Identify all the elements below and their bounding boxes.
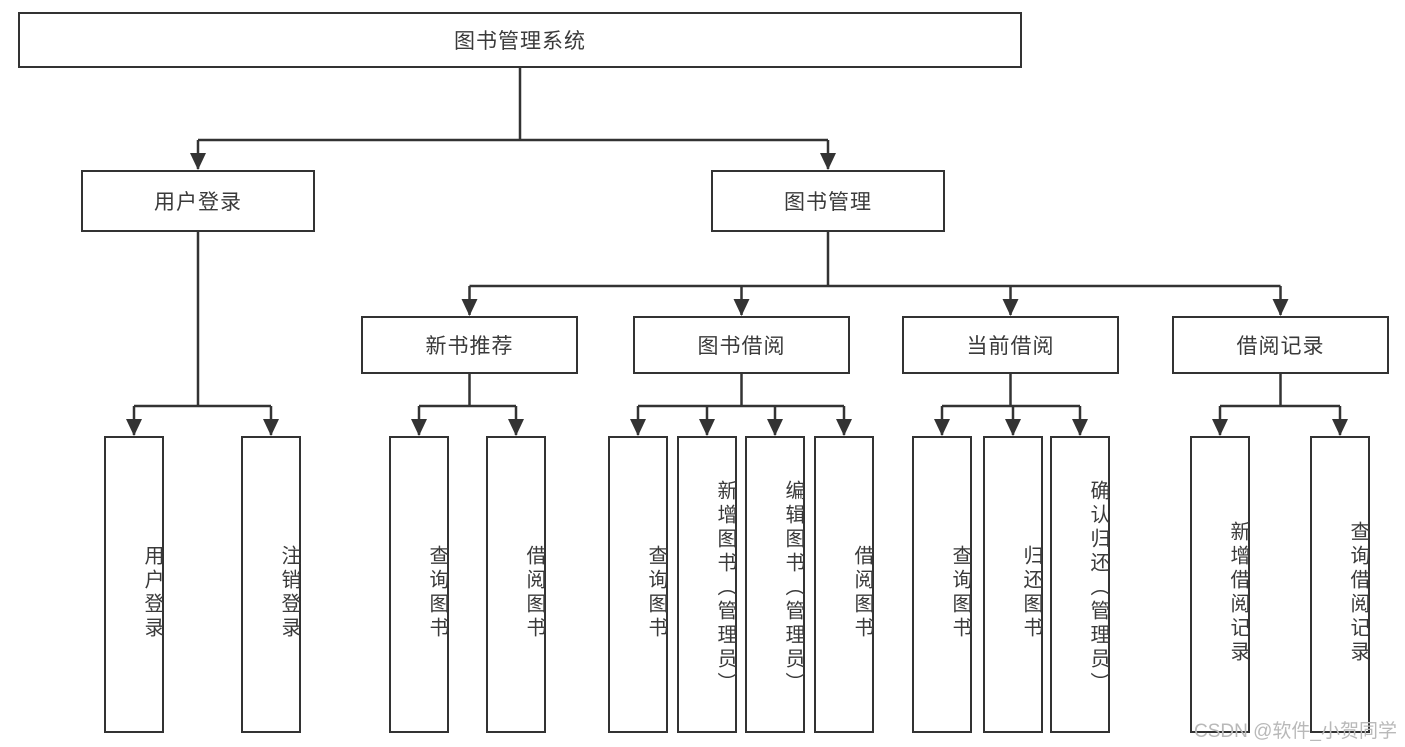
node-label: 用户登录 — [154, 191, 242, 214]
arrowhead-icon — [1332, 419, 1348, 436]
node-label: 借阅记录 — [1236, 335, 1325, 358]
node-label: 用户登录 — [141, 544, 163, 641]
node-l2[interactable]: 注销登录 — [241, 436, 301, 733]
node-l7[interactable]: 编辑图书（管理员） — [745, 436, 805, 733]
node-l11[interactable]: 确认归还（管理员） — [1050, 436, 1110, 733]
arrowhead-icon — [630, 419, 646, 436]
arrowhead-icon — [263, 419, 279, 436]
node-label: 注销登录 — [278, 544, 300, 641]
node-l4[interactable]: 借阅图书 — [486, 436, 546, 733]
arrowhead-icon — [1272, 299, 1289, 316]
arrowhead-icon — [190, 153, 206, 170]
node-newbook[interactable]: 新书推荐 — [361, 316, 578, 374]
node-l3[interactable]: 查询图书 — [389, 436, 449, 733]
node-l13[interactable]: 查询借阅记录 — [1310, 436, 1370, 733]
arrowhead-icon — [820, 153, 836, 170]
arrowhead-icon — [461, 299, 478, 316]
node-label: 查询图书 — [426, 544, 448, 641]
arrowhead-icon — [699, 419, 715, 436]
arrowhead-icon — [1212, 419, 1228, 436]
arrowhead-icon — [126, 419, 142, 436]
node-label: 图书借阅 — [697, 335, 786, 358]
node-current[interactable]: 当前借阅 — [902, 316, 1119, 374]
node-label: 新增图书（管理员） — [714, 479, 736, 696]
node-label: 新书推荐 — [425, 335, 514, 358]
arrowhead-icon — [836, 419, 852, 436]
arrowhead-icon — [1005, 419, 1021, 436]
node-label: 图书管理 — [784, 191, 872, 214]
node-l12[interactable]: 新增借阅记录 — [1190, 436, 1250, 733]
arrowhead-icon — [733, 299, 750, 316]
arrowhead-icon — [1072, 419, 1088, 436]
node-label: 借阅图书 — [523, 544, 545, 641]
arrowhead-icon — [934, 419, 950, 436]
node-label: 查询借阅记录 — [1347, 520, 1369, 665]
node-l10[interactable]: 归还图书 — [983, 436, 1043, 733]
node-label: 借阅图书 — [851, 544, 873, 641]
node-label: 查询图书 — [949, 544, 971, 641]
node-l5[interactable]: 查询图书 — [608, 436, 668, 733]
node-label: 查询图书 — [645, 544, 667, 641]
node-label: 归还图书 — [1020, 544, 1042, 641]
node-l1[interactable]: 用户登录 — [104, 436, 164, 733]
node-l8[interactable]: 借阅图书 — [814, 436, 874, 733]
node-l9[interactable]: 查询图书 — [912, 436, 972, 733]
node-label: 新增借阅记录 — [1227, 520, 1249, 665]
node-label: 确认归还（管理员） — [1087, 479, 1109, 696]
node-label: 编辑图书（管理员） — [782, 479, 804, 696]
node-login[interactable]: 用户登录 — [81, 170, 315, 232]
node-records[interactable]: 借阅记录 — [1172, 316, 1389, 374]
node-borrow[interactable]: 图书借阅 — [633, 316, 850, 374]
node-l6[interactable]: 新增图书（管理员） — [677, 436, 737, 733]
node-label: 图书管理系统 — [454, 30, 586, 53]
node-bookmgmt[interactable]: 图书管理 — [711, 170, 945, 232]
node-label: 当前借阅 — [966, 335, 1055, 358]
node-root[interactable]: 图书管理系统 — [18, 12, 1022, 68]
arrowhead-icon — [411, 419, 427, 436]
arrowhead-icon — [767, 419, 783, 436]
arrowhead-icon — [508, 419, 524, 436]
arrowhead-icon — [1002, 299, 1019, 316]
